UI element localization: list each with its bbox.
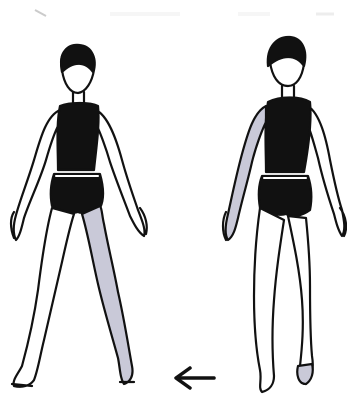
right-figure-arm-left [306,106,344,236]
right-figure-leg-left [288,216,313,384]
left-figure-torso [58,103,99,170]
left-figure-leg-right [14,208,74,387]
left-figure-leg-left-highlighted [82,206,133,384]
left-arrow-icon [176,368,214,388]
right-figure-leg-right [254,208,284,392]
right-figure-foot-highlighted [297,364,312,384]
figure-left [11,45,147,387]
scan-marks [35,10,334,16]
figure-right [223,37,346,392]
right-figure-torso [266,98,311,173]
